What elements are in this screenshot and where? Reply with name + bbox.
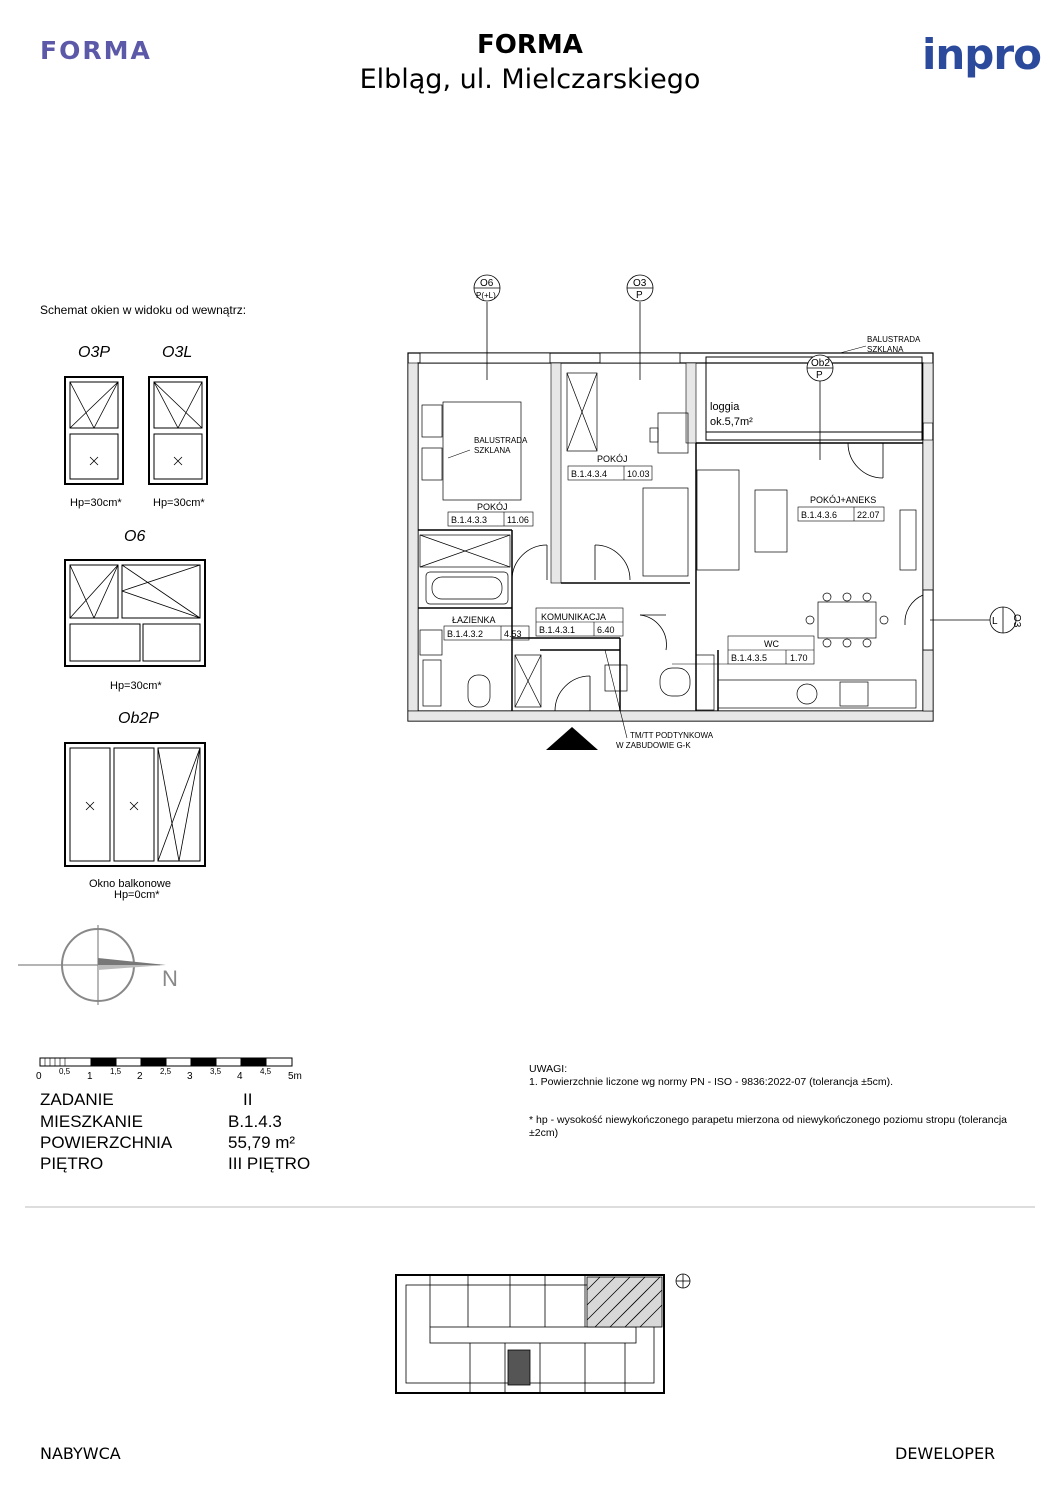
note-sill-height: * hp - wysokość niewykończonego parapetu… bbox=[529, 1114, 1008, 1126]
scale-minor-label: 0,5 bbox=[59, 1067, 71, 1076]
o3p-label: O3P bbox=[78, 344, 111, 361]
room-name: POKÓJ bbox=[597, 454, 628, 464]
balcony-window-caption: Okno balkonowe bbox=[89, 878, 171, 890]
scale-label: 3 bbox=[187, 1071, 193, 1082]
forma-logo: FORMA bbox=[40, 36, 152, 65]
o3p-window-diagram bbox=[64, 376, 124, 485]
o6-window-diagram bbox=[64, 559, 206, 667]
note-area-standard: 1. Powierzchnie liczone wg normy PN - IS… bbox=[529, 1076, 894, 1088]
compass-rose bbox=[18, 925, 166, 1005]
window-tag: P(+L) bbox=[476, 291, 496, 300]
o3l-window-diagram bbox=[148, 376, 208, 485]
developer-label: DEWELOPER bbox=[895, 1444, 996, 1463]
room-area: 10.03 bbox=[627, 469, 650, 479]
notes-heading: UWAGI: bbox=[529, 1063, 568, 1075]
room-code: B.1.4.3.6 bbox=[801, 510, 837, 520]
scale-label: 4 bbox=[237, 1071, 243, 1082]
o3p-sill-height: Hp=30cm* bbox=[70, 497, 122, 509]
balustrade-label: BALUSTRADA bbox=[867, 335, 921, 344]
room-code: B.1.4.3.1 bbox=[539, 625, 575, 635]
entrance-arrow-icon bbox=[546, 727, 598, 750]
window-tag: P bbox=[816, 370, 823, 381]
area-label: POWIERZCHNIA bbox=[40, 1133, 173, 1152]
inpro-logo: inpro bbox=[922, 30, 1042, 79]
window-tag: O6 bbox=[480, 278, 494, 289]
room-code: B.1.4.3.5 bbox=[731, 653, 767, 663]
ob2p-label: Ob2P bbox=[118, 710, 159, 727]
document-title: FORMA bbox=[477, 30, 583, 60]
room-area: 6.40 bbox=[597, 625, 615, 635]
ob2p-window-diagram bbox=[64, 742, 206, 867]
room-area: 4.53 bbox=[504, 629, 522, 639]
room-code: B.1.4.3.3 bbox=[451, 515, 487, 525]
room-name: ŁAZIENKA bbox=[452, 615, 496, 625]
scale-minor-label: 3,5 bbox=[210, 1067, 222, 1076]
document-subtitle: Elbląg, ul. Mielczarskiego bbox=[359, 64, 701, 95]
building-key-plan bbox=[395, 1273, 691, 1394]
task-label: ZADANIE bbox=[40, 1090, 114, 1109]
note-sill-height-tolerance: ±2cm) bbox=[529, 1127, 559, 1139]
room-name: KOMUNIKACJA bbox=[541, 612, 606, 622]
loggia-area: ok.5,7m² bbox=[710, 416, 753, 428]
buyer-label: NABYWCA bbox=[40, 1444, 121, 1463]
scale-label: 0 bbox=[36, 1071, 42, 1082]
ob2p-sill-height: Hp=0cm* bbox=[114, 889, 160, 901]
o6-sill-height: Hp=30cm* bbox=[110, 680, 162, 692]
scale-minor-label: 4,5 bbox=[260, 1067, 272, 1076]
north-label: N bbox=[162, 966, 178, 991]
window-tag: O3 bbox=[1011, 614, 1022, 628]
scale-label: 1 bbox=[87, 1071, 93, 1082]
floor-label: PIĘTRO bbox=[40, 1154, 104, 1173]
room-code: B.1.4.3.4 bbox=[571, 469, 607, 479]
scale-label: 2 bbox=[137, 1071, 143, 1082]
room-area: 22.07 bbox=[857, 510, 880, 520]
window-tag: Ob2 bbox=[811, 358, 830, 369]
scale-minor-label: 1,5 bbox=[110, 1067, 122, 1076]
balustrade-label: SZKLANA bbox=[474, 446, 511, 455]
scale-minor-label: 2,5 bbox=[160, 1067, 172, 1076]
area-value: 55,79 m² bbox=[228, 1133, 296, 1152]
task-value: II bbox=[243, 1090, 253, 1109]
window-tag: P bbox=[636, 290, 643, 301]
room-name: POKÓJ bbox=[477, 502, 508, 512]
balustrade-label: BALUSTRADA bbox=[474, 436, 528, 445]
balustrade-label: SZKLANA bbox=[867, 345, 904, 354]
window-tag: O3 bbox=[633, 278, 647, 289]
window-schema-title: Schemat okien w widoku od wewnątrz: bbox=[40, 303, 247, 317]
apartment-label: MIESZKANIE bbox=[40, 1112, 143, 1131]
scale-label: 5m bbox=[288, 1071, 302, 1082]
loggia-label: loggia bbox=[710, 401, 740, 413]
scale-bar bbox=[39, 1057, 293, 1067]
o6-label: O6 bbox=[124, 528, 146, 545]
o3l-label: O3L bbox=[162, 344, 193, 361]
room-area: 1.70 bbox=[790, 653, 808, 663]
apartment-floor-plan: POKÓJ B.1.4.3.4 10.03 POKÓJ B.1.4.3.3 11… bbox=[407, 274, 1022, 750]
window-tag: L bbox=[992, 616, 998, 627]
installation-note: TM/TT PODTYNKOWA bbox=[630, 731, 714, 740]
room-name: POKÓJ+ANEKS bbox=[810, 495, 876, 505]
apartment-value: B.1.4.3 bbox=[228, 1112, 282, 1131]
installation-note: W ZABUDOWIE G-K bbox=[616, 741, 691, 750]
room-area: 11.06 bbox=[507, 515, 529, 525]
room-code: B.1.4.3.2 bbox=[447, 629, 483, 639]
room-name: WC bbox=[764, 639, 779, 649]
o3l-sill-height: Hp=30cm* bbox=[153, 497, 205, 509]
floor-value: III PIĘTRO bbox=[228, 1154, 311, 1173]
